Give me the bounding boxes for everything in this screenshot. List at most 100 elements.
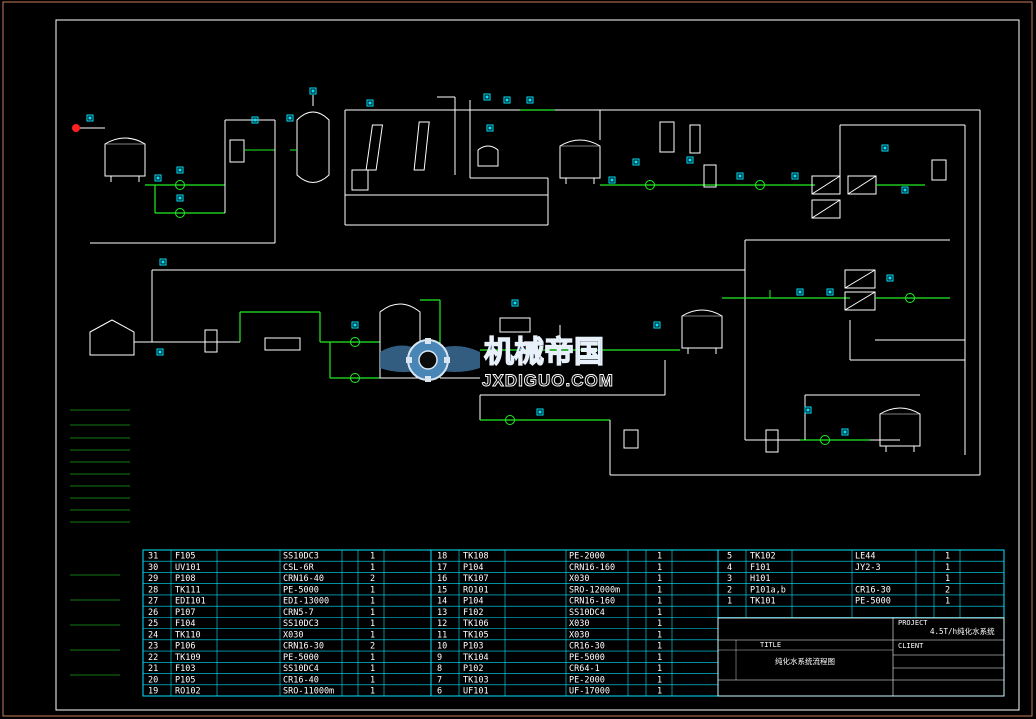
- bom-item-qty: 2: [370, 574, 375, 584]
- edi-stack-2-icon: [844, 291, 876, 311]
- water-user-building-icon: [89, 319, 135, 356]
- bom-item-tag: P105: [175, 675, 195, 685]
- bom-item-model: CR64-1: [569, 664, 600, 674]
- bom-item-tag: F104: [175, 619, 195, 629]
- bom-item-qty: 1: [370, 630, 375, 640]
- bom-item-number: 28: [148, 585, 158, 595]
- bom-item-qty: 1: [657, 630, 662, 640]
- title-block-project-label: PROJECT: [898, 619, 928, 627]
- bom-item-qty: 2: [370, 642, 375, 652]
- bom-item-number: 31: [148, 552, 158, 562]
- bom-item-number: 14: [437, 597, 447, 607]
- bom-item-qty: 1: [370, 585, 375, 595]
- middle-process-section: [89, 269, 980, 476]
- bom-item-tag: P104: [463, 597, 483, 607]
- instrument-tag: [486, 124, 494, 132]
- bom-item-number: 11: [437, 630, 447, 640]
- bom-item-number: 30: [148, 563, 158, 573]
- bom-item-tag: TK101: [750, 597, 776, 607]
- bom-item-number: 18: [437, 552, 447, 562]
- bom-item-number: 15: [437, 585, 447, 595]
- instrument-tag: [736, 172, 744, 180]
- bom-item-tag: TK108: [463, 552, 489, 562]
- title-block-project-name: 4.5T/h纯化水系统: [930, 626, 995, 636]
- instrument-tag: [901, 186, 909, 194]
- bom-item-model: CR16-30: [855, 585, 891, 595]
- instrument-tag: [176, 166, 184, 174]
- bom-item-model: CSL-6R: [283, 563, 315, 573]
- bom-item-model: CRN16-160: [569, 563, 615, 573]
- edi-stack-1-icon: [844, 269, 876, 289]
- bom-item-qty: 1: [370, 675, 375, 685]
- bom-item-tag: RO101: [463, 585, 489, 595]
- bom-item-tag: TK102: [750, 552, 776, 562]
- bom-item-number: 21: [148, 664, 158, 674]
- bom-item-model: PE-5000: [283, 653, 319, 663]
- bom-item-model: PE-2000: [569, 552, 605, 562]
- instrument-tag: [511, 299, 519, 307]
- bom-item-qty: 1: [657, 664, 662, 674]
- instrument-tag: [826, 288, 834, 296]
- bom-item-tag: P101a,b: [750, 585, 786, 595]
- bom-item-model: PE-2000: [569, 675, 605, 685]
- dosing-tank-2-icon: [703, 164, 717, 188]
- bom-item-number: 22: [148, 653, 158, 663]
- bom-item-tag: TK103: [463, 675, 489, 685]
- bom-item-qty: 1: [370, 608, 375, 618]
- pure-water-tank-icon: [681, 309, 723, 355]
- instrument-tag: [608, 176, 616, 184]
- bom-item-tag: TK107: [463, 574, 489, 584]
- heat-exchanger-icon: [229, 139, 245, 163]
- softener-column-icon: [365, 124, 384, 171]
- bom-item-model: SRO-11000m: [283, 687, 334, 697]
- bom-item-model: SS10DC4: [283, 664, 319, 674]
- instrument-tag: [686, 156, 694, 164]
- bom-item-number: 10: [437, 642, 447, 652]
- bom-item-qty: 1: [657, 675, 662, 685]
- bom-item-qty: 1: [370, 687, 375, 697]
- bom-item-qty: 1: [370, 552, 375, 562]
- softener-column-2-icon: [413, 121, 430, 171]
- bom-item-tag: UV101: [175, 563, 201, 573]
- bom-item-model: JY2-3: [855, 563, 881, 573]
- instrument-tag: [881, 144, 889, 152]
- bom-item-number: 3: [727, 574, 732, 584]
- instrument-tag: [86, 114, 94, 122]
- bom-item-tag: F102: [463, 608, 483, 618]
- instrument-tag: [286, 114, 294, 122]
- bom-item-tag: TK105: [463, 630, 489, 640]
- drawing-border: [55, 19, 1020, 711]
- bom-item-model: CRN5-7: [283, 608, 314, 618]
- ro2-membrane-icon: [499, 317, 531, 333]
- bom-item-tag: P104: [463, 563, 483, 573]
- bom-item-number: 20: [148, 675, 158, 685]
- bom-item-tag: P103: [463, 642, 483, 652]
- bom-item-model: CR16-30: [569, 642, 605, 652]
- instrument-tag: [886, 274, 894, 282]
- instrument-tag: [804, 406, 812, 414]
- bom-item-model: PE-5000: [855, 597, 891, 607]
- bom-item-number: 6: [437, 687, 442, 697]
- instrument-tag: [796, 288, 804, 296]
- watermark: 机械帝国 JXDIGUO.COM: [380, 334, 613, 390]
- dosing-tank-4-icon: [623, 429, 639, 449]
- title-block-client-label: CLIENT: [898, 642, 924, 650]
- bom-item-qty: 1: [657, 608, 662, 618]
- bom-item-number: 9: [437, 653, 442, 663]
- ro-membrane-1-icon: [811, 175, 841, 195]
- bom-item-tag: P106: [175, 642, 195, 652]
- instrument-tag: [176, 194, 184, 202]
- title-block: PROJECT 4.5T/h纯化水系统 CLIENT TITLE 纯化水系统流程…: [717, 617, 1005, 697]
- instrument-tag: [366, 99, 374, 107]
- title-block-drawing-title: 纯化水系统流程图: [775, 656, 835, 666]
- bom-item-qty: 1: [657, 642, 662, 652]
- bom-item-number: 29: [148, 574, 158, 584]
- bom-item-qty: 1: [657, 585, 662, 595]
- bom-item-number: 16: [437, 574, 447, 584]
- bom-item-tag: F101: [750, 563, 770, 573]
- bom-item-model: X030: [569, 630, 589, 640]
